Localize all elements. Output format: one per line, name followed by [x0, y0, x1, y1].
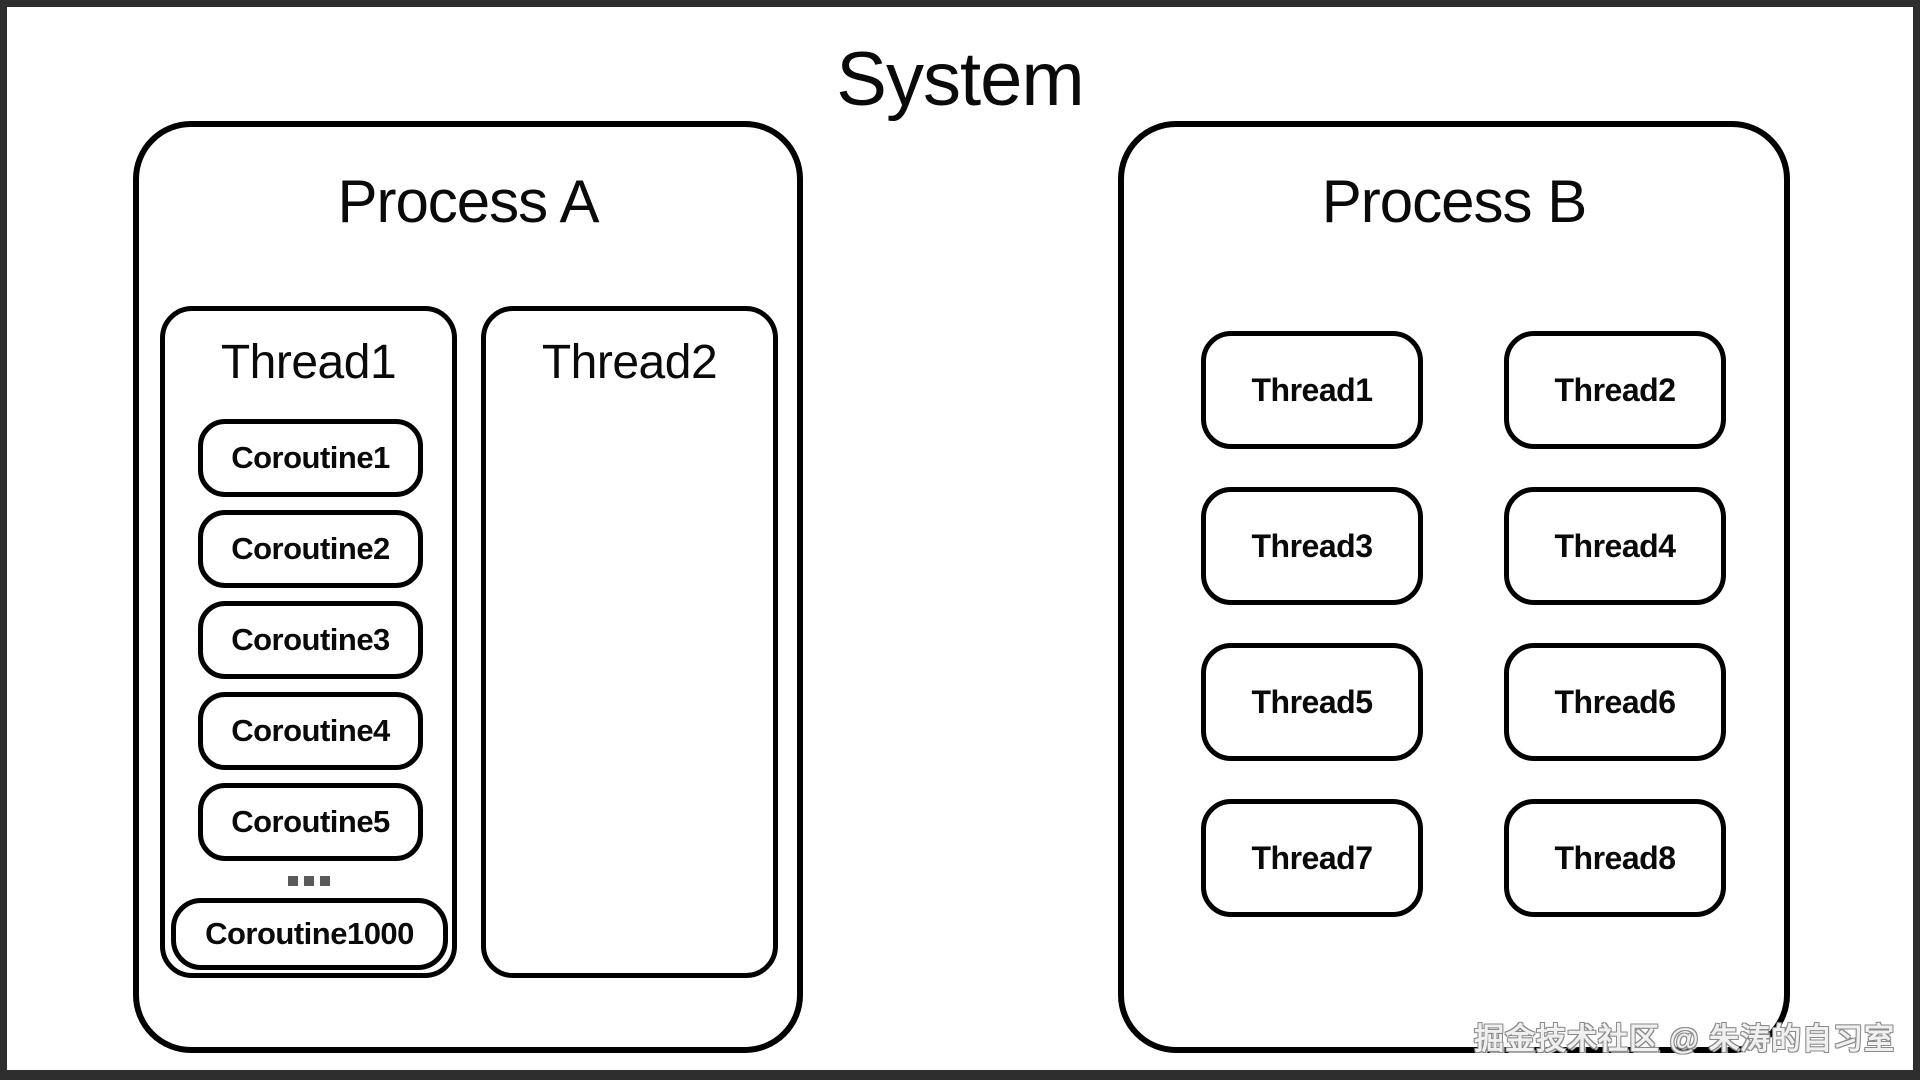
process-a-thread2-label: Thread2 — [541, 336, 718, 389]
process-a-thread1-box: Thread1 Coroutine1 Coroutine2 Coroutine3… — [160, 306, 457, 978]
ellipsis-icon — [165, 874, 452, 888]
ellipsis-dot — [303, 876, 314, 886]
coroutine-pill: Coroutine1 — [198, 419, 423, 497]
ellipsis-dot — [319, 876, 330, 886]
process-b-label: Process B — [1321, 168, 1587, 235]
coroutine-pill: Coroutine2 — [198, 510, 423, 588]
process-b-thread-cell: Thread1 — [1201, 331, 1423, 449]
process-b-thread-cell: Thread6 — [1504, 643, 1726, 761]
process-a-label: Process A — [337, 168, 599, 235]
process-b-thread-cell: Thread4 — [1504, 487, 1726, 605]
process-b-thread-cell: Thread8 — [1504, 799, 1726, 917]
process-b-box: Process B Thread1 Thread2 Thread3 Thread… — [1118, 121, 1790, 1053]
process-b-thread-cell: Thread7 — [1201, 799, 1423, 917]
process-a-thread2-box: Thread2 — [481, 306, 778, 978]
process-a-thread1-label: Thread1 — [220, 336, 397, 389]
process-a-box: Process A Thread1 Coroutine1 Coroutine2 … — [133, 121, 803, 1053]
ellipsis-dot — [287, 876, 298, 886]
process-b-thread-cell: Thread3 — [1201, 487, 1423, 605]
watermark: 掘金技术社区 @ 朱涛的自习室 — [1474, 1023, 1895, 1056]
process-b-thread-cell: Thread2 — [1504, 331, 1726, 449]
system-title: System — [836, 37, 1084, 122]
coroutine-pill-last: Coroutine1000 — [171, 898, 448, 970]
coroutine-pill: Coroutine4 — [198, 692, 423, 770]
coroutine-pill: Coroutine5 — [198, 783, 423, 861]
process-b-thread-cell: Thread5 — [1201, 643, 1423, 761]
coroutine-pill: Coroutine3 — [198, 601, 423, 679]
